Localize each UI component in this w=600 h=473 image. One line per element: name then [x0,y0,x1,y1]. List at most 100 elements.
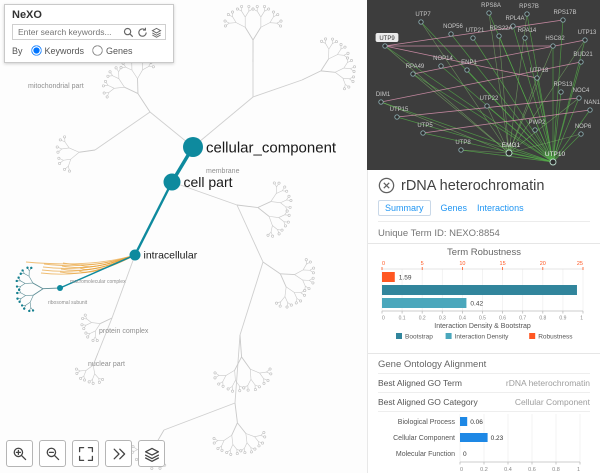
network-node-label: UTP7 [415,12,431,18]
legend-item: Robustness [538,334,573,341]
network-node-UTP13[interactable] [582,37,588,43]
detail-tabs: Summary Genes Interactions [378,200,590,222]
search-input[interactable] [16,26,120,38]
svg-text:0: 0 [382,261,385,267]
search-icon[interactable] [123,27,134,38]
app-title: NeXO [12,9,42,21]
alignment-bar [460,433,488,442]
layers-icon[interactable] [151,27,162,38]
zoom-out-button[interactable] [39,440,66,467]
network-node-RPS17B[interactable] [560,17,566,23]
svg-text:0.23: 0.23 [491,435,504,442]
tab-interactions[interactable]: Interactions [477,203,524,213]
tab-genes[interactable]: Genes [440,203,468,213]
alignment-category-label: Molecular Function [396,451,455,458]
network-node-label: NOC4 [573,88,590,94]
legend-item: Interaction Density [455,334,510,341]
tree-node-cell_part[interactable] [163,173,181,191]
view-toolbar [6,440,165,467]
network-node-DIM1[interactable] [378,99,384,105]
network-node-UTP5[interactable] [420,130,426,136]
close-icon[interactable] [378,177,395,194]
network-node-NOP14[interactable] [438,63,444,69]
search-by-genes-radio[interactable]: Genes [91,44,133,57]
network-node-RPS22A[interactable] [496,33,502,39]
network-node-NOC4[interactable] [576,95,582,101]
tree-node-label-cell_part: cell part [184,174,233,190]
tree-node-cellular_component[interactable] [183,137,203,157]
double-chevron-button[interactable] [105,440,132,467]
svg-text:0.9: 0.9 [559,316,566,322]
alignment-category-label: Cellular Component [393,435,455,442]
network-node-label: UTP18 [530,68,549,74]
network-node-UTP7[interactable] [418,19,424,25]
tab-summary[interactable]: Summary [378,200,431,216]
network-node-ENP1[interactable] [464,67,470,73]
network-node-label: RPS7B [519,4,539,10]
term-title: rDNA heterochromatin [401,177,545,194]
gene-network-canvas[interactable]: UTP7NOP56RPS8ARPL4ARPS7BRPS17BUTP13UTP21… [367,0,600,170]
tree-node-label-intracellular: intracellular [144,250,198,262]
svg-text:10: 10 [459,261,465,267]
layers-button[interactable] [138,440,165,467]
zoom-in-button[interactable] [6,440,33,467]
network-node-BUD21[interactable] [578,59,584,65]
bar-interaction-density [382,298,467,308]
tree-term-label: macromolecular complex [70,279,126,285]
network-node-label: DIM1 [376,92,391,98]
svg-text:0.6: 0.6 [499,316,506,322]
network-node-PWP2[interactable] [532,127,538,133]
network-node-HSC82[interactable] [550,43,556,49]
network-node-UTP21[interactable] [470,35,476,41]
network-node-UTP8[interactable] [458,147,464,153]
svg-text:0.6: 0.6 [528,467,536,473]
svg-text:1: 1 [580,316,583,322]
tree-term-label: protein complex [99,328,149,335]
network-node-label: UTP21 [466,28,485,34]
search-by-keywords-radio[interactable]: Keywords [30,44,84,57]
svg-text:0: 0 [382,316,385,322]
svg-text:0.4: 0.4 [459,316,466,322]
network-node-NOP56[interactable] [448,31,454,37]
network-node-RPS8A[interactable] [486,10,492,16]
svg-text:15: 15 [500,261,506,267]
legend-item: Bootstrap [405,334,433,341]
alignment-bar [460,417,468,426]
network-node-label: UTP22 [480,96,499,102]
fit-to-screen-button[interactable] [72,440,99,467]
network-node-label: UTP13 [578,30,597,36]
network-node-RPS7B[interactable] [524,11,530,17]
svg-text:5: 5 [421,261,424,267]
network-node-UTP18[interactable] [534,75,540,81]
network-node-RPS13[interactable] [558,89,564,95]
network-node-EMG1[interactable] [505,149,513,157]
network-node-RPA14[interactable] [522,35,528,41]
network-node-UTP9[interactable] [382,43,388,49]
network-node-label: RPS17B [553,10,576,16]
network-node-NOP6[interactable] [578,131,584,137]
reset-icon[interactable] [137,27,148,38]
robustness-x-axis-label: Interaction Density & Bootstrap [434,323,531,330]
svg-text:0: 0 [463,451,467,458]
network-node-NAN1[interactable] [587,107,593,113]
network-node-label: NOP56 [443,24,463,30]
network-node-RPL4A[interactable] [510,23,516,29]
network-node-UTP10[interactable] [549,158,557,166]
svg-text:20: 20 [540,261,546,267]
tree-node-intracellular[interactable] [129,249,141,261]
network-node-label: RPL4A [505,16,524,22]
search-mode-options: Keywords Genes [30,44,133,57]
svg-text:1: 1 [577,467,580,473]
network-node-UTP15[interactable] [394,114,400,120]
network-node-UTP22[interactable] [484,103,490,109]
network-node-RPA49[interactable] [410,71,416,77]
